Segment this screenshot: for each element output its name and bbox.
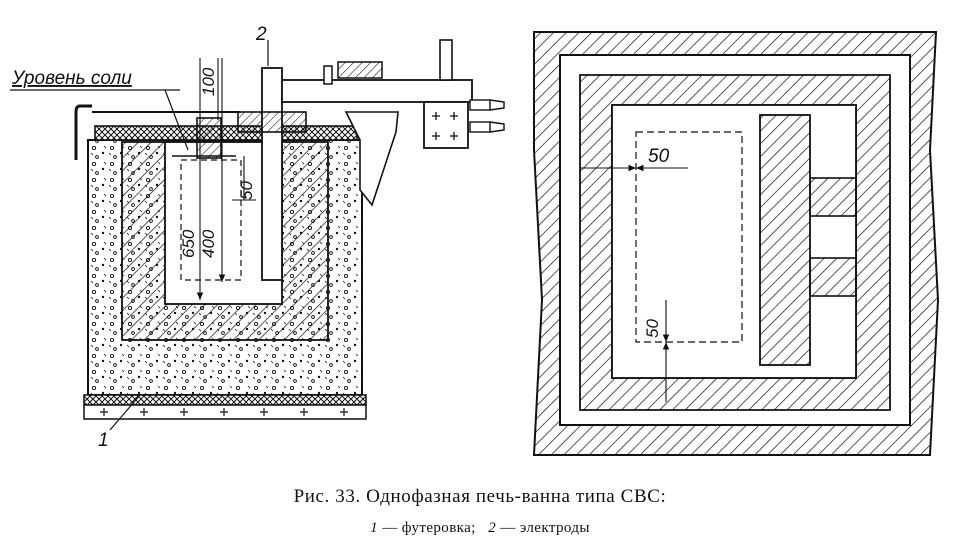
furnace-drawing: Уровень соли 100 650 400 50 1 2 50 50 — [10, 24, 940, 456]
bath-interior — [611, 104, 857, 379]
cover-plate — [94, 125, 358, 141]
working-zone-plan — [635, 131, 743, 343]
bus-bar — [281, 79, 473, 103]
electrode-clamp — [237, 111, 307, 133]
electrode-left — [196, 117, 222, 159]
legend-text-2: — электроды — [500, 520, 590, 536]
section-view — [10, 39, 505, 431]
electrode-bus-slots — [809, 177, 857, 297]
base-bolts — [100, 408, 348, 416]
side-pipe — [74, 104, 92, 160]
figure-caption: Рис. 33. Однофазная печь-ванна типа СВС: — [293, 486, 667, 507]
callout-electrodes: 2 — [255, 24, 267, 45]
dim-100: 100 — [199, 67, 218, 96]
base-plate — [83, 394, 367, 406]
plan-view — [532, 31, 940, 456]
terminal-box — [423, 101, 469, 149]
electrode-right — [261, 67, 283, 281]
support-bracket — [344, 111, 399, 207]
salt-level-label: Уровень соли — [11, 68, 132, 89]
legend-number-2: 2 — [488, 520, 497, 536]
dim-50-left: 50 — [237, 181, 256, 200]
working-zone — [180, 159, 242, 281]
dim-650: 650 — [179, 229, 198, 258]
dim-50-horizontal: 50 — [648, 146, 670, 167]
figure-legend: 1 — футеровка; 2 — электроды — [0, 520, 960, 537]
callout-lining: 1 — [98, 430, 109, 451]
legend-text-1: — футеровка; — [382, 520, 476, 536]
dim-400: 400 — [199, 229, 218, 258]
legend-number-1: 1 — [370, 520, 379, 536]
dim-50-vertical: 50 — [643, 319, 662, 338]
electrode-plan — [759, 114, 811, 366]
